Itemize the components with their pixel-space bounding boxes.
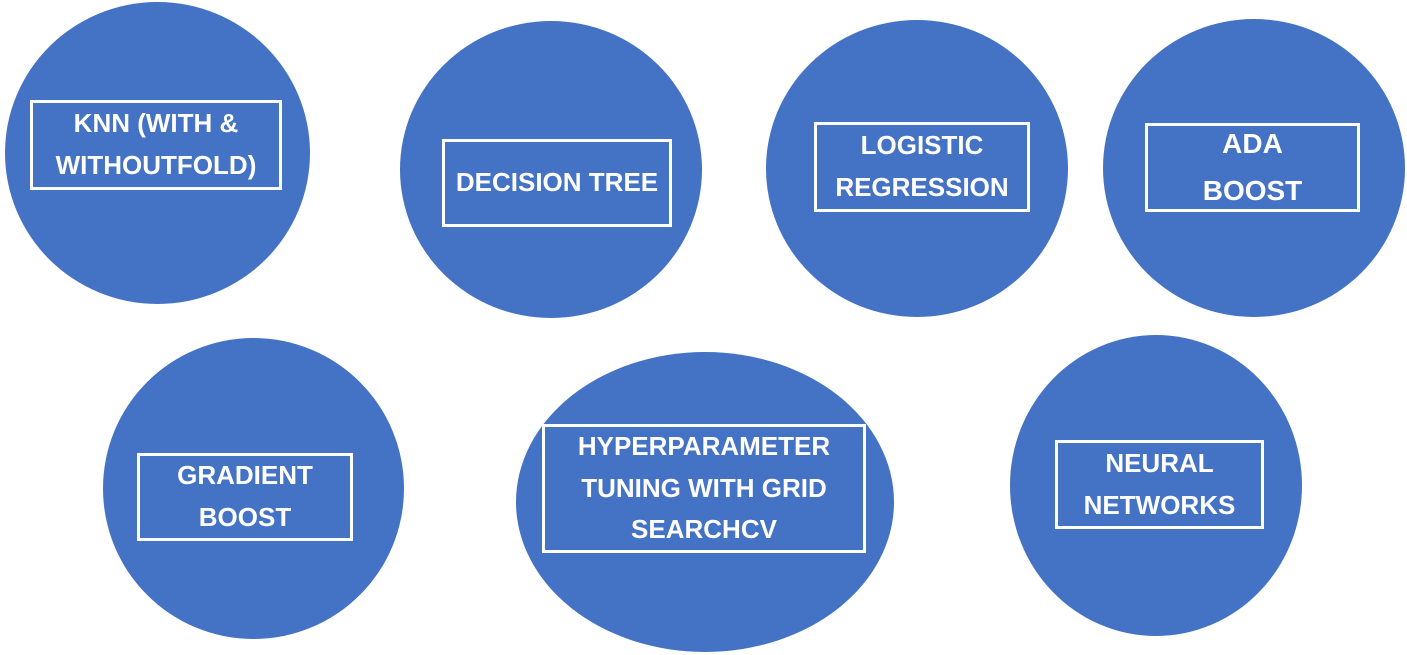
gradient-boost-circle xyxy=(103,338,404,639)
hyperparameter-tuning-label: HYPERPARAMETER TUNING WITH GRID SEARCHCV xyxy=(542,424,866,553)
neural-networks-circle xyxy=(1010,335,1302,636)
ada-boost-label: ADA BOOST xyxy=(1145,123,1360,212)
knn-label: KNN (WITH & WITHOUTFOLD) xyxy=(30,100,282,190)
neural-networks-label: NEURAL NETWORKS xyxy=(1055,440,1264,529)
logistic-regression-label: LOGISTIC REGRESSION xyxy=(814,122,1030,212)
decision-tree-circle xyxy=(400,21,702,318)
decision-tree-label: DECISION TREE xyxy=(442,139,672,227)
knn-circle xyxy=(5,2,310,304)
gradient-boost-label: GRADIENT BOOST xyxy=(137,453,353,541)
hyperparameter-tuning-circle xyxy=(516,352,894,652)
ada-boost-circle xyxy=(1103,19,1405,317)
